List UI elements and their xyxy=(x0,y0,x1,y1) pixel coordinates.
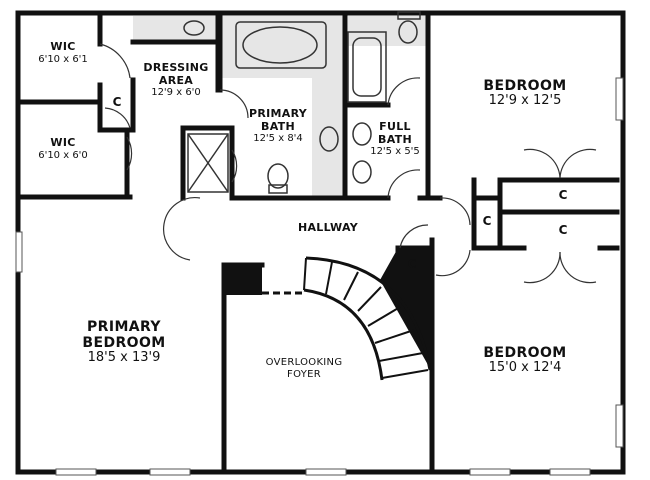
closet-label-dressing: C xyxy=(112,95,122,109)
room-name: BEDROOM xyxy=(483,345,567,361)
bath-fixtures xyxy=(183,11,421,194)
room-dimensions: 12'9 x 12'5 xyxy=(488,93,562,109)
room-name-line-2: BEDROOM xyxy=(82,335,166,352)
room-label-bedroom-bottom: BEDROOM 15'0 x 12'4 xyxy=(460,345,590,376)
room-name-line-1: OVERLOOKING xyxy=(265,357,343,368)
room-name-line-2: AREA xyxy=(158,73,194,87)
room-dimensions: 12'9 x 6'0 xyxy=(151,87,201,99)
room-dimensions: 18'5 x 13'9 xyxy=(87,350,161,366)
doors xyxy=(99,43,597,284)
room-label-wic-bottom: WIC 6'10 x 6'0 xyxy=(24,136,102,161)
room-name-line-2: BATH xyxy=(378,132,412,146)
room-label-primary-bath: PRIMARY BATH 12'5 x 8'4 xyxy=(240,107,316,145)
closet-label-upper-right: C xyxy=(558,188,568,202)
room-dimensions: 15'0 x 12'4 xyxy=(488,360,562,376)
closet-label-hall: C xyxy=(482,214,492,228)
room-dimensions: 12'5 x 5'5 xyxy=(370,146,420,158)
room-label-overlooking-foyer: OVERLOOKING FOYER xyxy=(254,357,354,380)
room-name-line-1: PRIMARY xyxy=(87,319,161,335)
room-dimensions: 12'5 x 8'4 xyxy=(253,133,303,145)
room-label-full-bath: FULL BATH 12'5 x 5'5 xyxy=(366,120,424,158)
room-label-bedroom-top: BEDROOM 12'9 x 12'5 xyxy=(460,78,590,109)
room-name: BEDROOM xyxy=(483,78,567,94)
windows xyxy=(15,77,624,476)
room-dimensions: 6'10 x 6'1 xyxy=(38,53,88,65)
room-name: WIC xyxy=(50,136,76,149)
room-label-dressing-area: DRESSING AREA 12'9 x 6'0 xyxy=(134,61,218,99)
room-label-hallway: HALLWAY xyxy=(297,221,359,234)
room-label-primary-bedroom: PRIMARY BEDROOM 18'5 x 13'9 xyxy=(64,319,184,366)
room-name-line-1: PRIMARY xyxy=(248,107,308,120)
room-name-line-1: FULL xyxy=(379,120,411,133)
staircase xyxy=(224,248,432,381)
closet-label-lower-right: C xyxy=(558,223,568,237)
room-name-line-2: FOYER xyxy=(287,368,321,380)
closet-label-stair: C xyxy=(407,257,417,271)
room-dimensions: 6'10 x 6'0 xyxy=(38,149,88,161)
room-name-line-1: DRESSING xyxy=(143,61,209,74)
room-name-line-2: BATH xyxy=(261,119,295,133)
room-name: WIC xyxy=(50,40,76,53)
room-label-wic-top: WIC 6'10 x 6'1 xyxy=(24,40,102,65)
